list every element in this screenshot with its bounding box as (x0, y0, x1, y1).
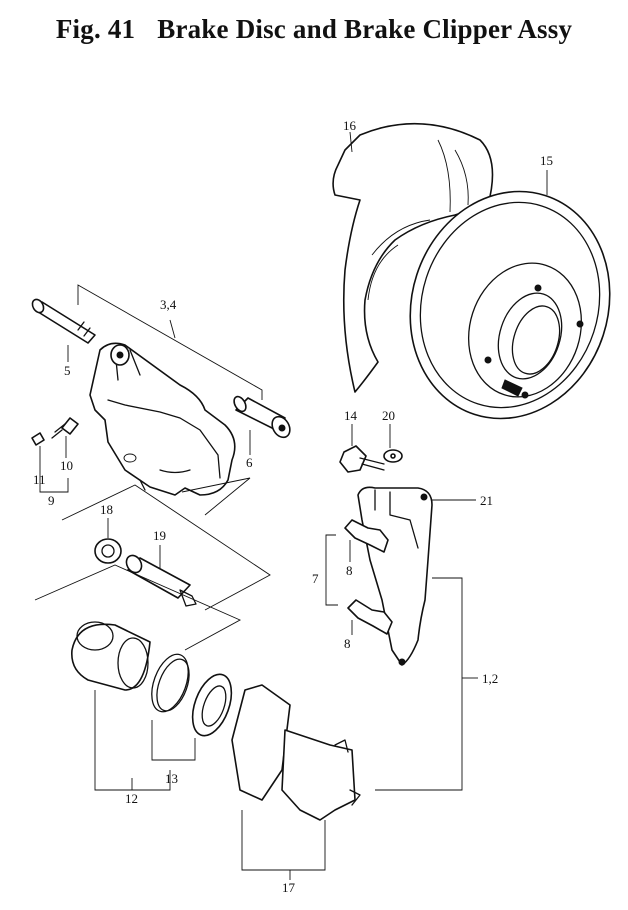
callout-7: 7 (312, 571, 319, 586)
callout-15: 15 (540, 153, 553, 168)
callout-11: 11 (33, 472, 46, 487)
callout-1-2: 1,2 (482, 671, 498, 686)
guide-pin-part-19 (125, 554, 197, 607)
callout-8-upper: 8 (346, 563, 353, 578)
callout-9: 9 (48, 493, 55, 508)
callout-16: 16 (343, 118, 357, 133)
pad-clips-part (344, 519, 393, 635)
callout-8-lower: 8 (344, 636, 351, 651)
dust-shield-part (332, 122, 494, 393)
caliper-body-part (89, 342, 236, 496)
callout-3-4: 3,4 (160, 297, 177, 312)
piston-seal-part (151, 653, 233, 737)
mounting-bolt-part (339, 445, 403, 473)
callout-13: 13 (165, 771, 178, 786)
brake-disc-part (409, 190, 611, 420)
callout-12: 12 (125, 791, 138, 806)
caliper-support-part (357, 486, 433, 666)
callout-5: 5 (64, 363, 71, 378)
callout-19: 19 (153, 528, 166, 543)
callout-21: 21 (480, 493, 493, 508)
figure-caption: Brake Disc and Brake Clipper Assy (157, 14, 573, 44)
bushing-part-6 (233, 395, 291, 439)
brake-pads-part (231, 684, 361, 821)
bushing-part-18 (94, 538, 122, 564)
callout-labels: 16 15 3,4 5 6 14 20 11 10 9 21 18 19 7 8… (33, 118, 553, 895)
guide-pin-part-5 (31, 298, 96, 344)
callout-20: 20 (382, 408, 395, 423)
figure-number: Fig. 41 (55, 14, 136, 44)
callout-18: 18 (100, 502, 113, 517)
callout-14: 14 (344, 408, 358, 423)
callout-17: 17 (282, 880, 296, 895)
bleeder-screw-part (31, 417, 79, 446)
callout-10: 10 (60, 458, 73, 473)
leader-lines (34, 131, 548, 880)
callout-6: 6 (246, 455, 253, 470)
figure-title: Fig. 41 Brake Disc and Brake Clipper Assy (0, 14, 628, 45)
piston-part (71, 621, 151, 691)
